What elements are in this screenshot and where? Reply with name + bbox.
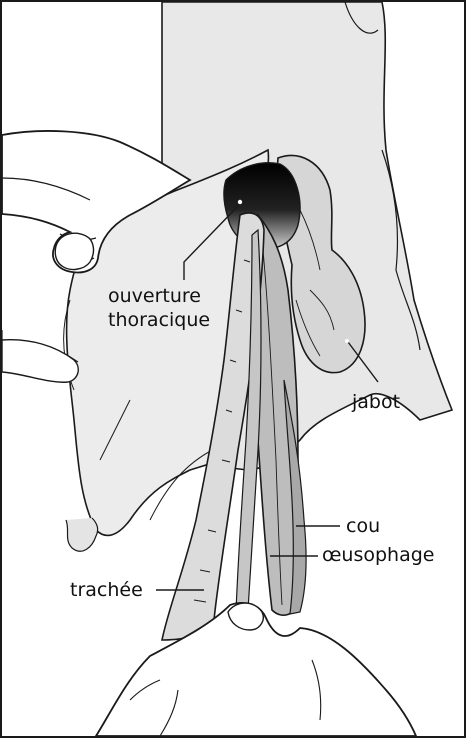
label-ouverture: ouverture <box>108 285 201 307</box>
leader-ouverture <box>183 203 241 280</box>
leader-ouverture-dot <box>237 199 243 205</box>
right-hand-fingernail <box>227 602 264 631</box>
bird-right-contour <box>344 1 421 351</box>
label-thoracique: thoracique <box>108 309 210 331</box>
label-jabot: jabot <box>351 391 400 413</box>
left-hand <box>1 130 192 274</box>
trachea-rings <box>193 259 251 603</box>
right-hand <box>94 602 418 737</box>
left-lower-finger <box>1 338 79 383</box>
skin-flap-drip <box>65 517 99 552</box>
label-trachee: trachée <box>70 579 143 601</box>
leader-jabot-dot <box>345 339 349 343</box>
esophagus-inner <box>261 239 283 606</box>
leader-jabot <box>347 341 379 383</box>
label-oesophage: œusophage <box>322 544 435 566</box>
leader-lines <box>156 199 379 591</box>
crop-folds <box>295 209 335 357</box>
label-cou: cou <box>346 515 380 537</box>
right-hand-creases <box>129 659 322 737</box>
left-thumbnail <box>54 232 95 271</box>
